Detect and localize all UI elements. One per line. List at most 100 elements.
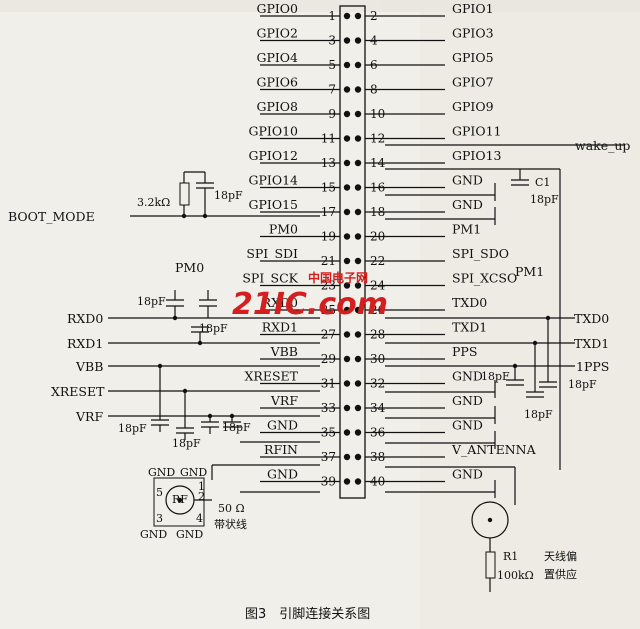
pin-dot <box>343 453 351 461</box>
pin-signal-label: GPIO9 <box>452 99 494 114</box>
pin-signal-label: TXD0 <box>452 295 487 310</box>
logo-mark: 21IC.com <box>232 287 388 322</box>
pin-number: 1 <box>328 9 336 23</box>
pin-number: 12 <box>370 132 385 146</box>
pin-signal-label: RXD0 <box>262 295 298 310</box>
pin-signal-label: GPIO2 <box>256 26 298 41</box>
pin-number: 36 <box>370 426 385 440</box>
pin-number: 38 <box>370 450 385 464</box>
pin-number: 20 <box>370 230 385 244</box>
rf-gnd-tl: GND <box>148 466 175 479</box>
pin-number: 33 <box>321 401 336 415</box>
figure-caption: 图3 引脚连接关系图 <box>245 606 370 622</box>
pin-number: 2 <box>370 9 378 23</box>
pin-dot <box>354 453 362 461</box>
pin-dot <box>343 331 351 338</box>
rf-label: RF <box>172 493 188 506</box>
pin-number: 19 <box>321 230 336 244</box>
pin-signal-label: GND <box>267 467 298 482</box>
pin-signal-label: SPI_SCK <box>242 271 298 286</box>
pin-dot <box>343 208 351 216</box>
pin-dot <box>354 355 362 363</box>
label-pm1: PM1 <box>515 264 544 279</box>
pin-dot <box>354 282 362 289</box>
cap-rxd0b-value: 18pF <box>199 322 228 335</box>
pin-signal-label: GPIO4 <box>256 50 298 65</box>
label-vbb: VBB <box>75 359 103 374</box>
logo-tagline: 中国电子网 <box>308 270 368 285</box>
c1-name: C1 <box>535 176 550 189</box>
stripline-ohm: 50 Ω <box>218 502 245 515</box>
rf-gnd-br: GND <box>176 528 203 541</box>
pin-number: 8 <box>370 83 378 97</box>
rf-pin-4: 4 <box>196 512 203 525</box>
pin-dot <box>354 110 362 118</box>
external-labels: BOOT_MODE PM0 RXD0 RXD1 VBB XRESET VRF w… <box>8 138 630 424</box>
pin-number: 5 <box>328 58 336 72</box>
pin-number: 22 <box>370 254 385 268</box>
pin-signal-label: GPIO12 <box>249 148 299 163</box>
label-vrf: VRF <box>75 409 103 424</box>
antenna-bias-line2: 置供应 <box>544 567 577 581</box>
pin-row-left: SPI_SDI 21 <box>246 246 351 268</box>
pin-signal-label: GPIO3 <box>452 26 494 41</box>
rf-gnd-tr: GND <box>180 466 207 479</box>
pin-number: 28 <box>370 328 385 342</box>
pin-row-right: 20 PM1 <box>354 222 481 244</box>
r1-value: 100kΩ <box>497 569 534 582</box>
pin-number: 18 <box>370 205 385 219</box>
pin-dot <box>354 331 362 338</box>
pin-number: 21 <box>321 254 336 268</box>
pin-signal-label: PM1 <box>452 222 481 237</box>
pin-number: 30 <box>370 352 385 366</box>
cap-pps-value: 18pF <box>481 370 510 383</box>
pin-signal-label: VBB <box>270 344 298 359</box>
pin-dot <box>343 404 351 412</box>
site-logo: 中国电子网 21IC.com <box>232 270 388 322</box>
pin-dot <box>343 306 351 314</box>
pin-number: 34 <box>370 401 386 415</box>
pin-number: 26 <box>370 303 385 317</box>
pin-dot <box>354 184 362 191</box>
stripline-label: 带状线 <box>214 517 247 531</box>
pin-dot <box>343 110 351 118</box>
pin-number: 16 <box>370 181 385 195</box>
cap-rxd0-value: 18pF <box>137 295 166 308</box>
pin-dot <box>343 37 351 44</box>
cap-vrf-value: 18pF <box>222 421 251 434</box>
pin-row-right: 14 GPIO13 <box>354 148 502 170</box>
pin-dot <box>343 380 351 387</box>
pin-dot <box>343 184 351 191</box>
cap-boot-value: 18pF <box>214 189 243 202</box>
pin-signal-label: SPI_XCSO <box>452 271 517 286</box>
pin-signal-label: GND <box>452 197 483 212</box>
pin-signal-label: GPIO13 <box>452 148 502 163</box>
cap-txd0-value: 18pF <box>568 378 597 391</box>
pin-dot <box>354 233 362 240</box>
pin-signal-label: XRESET <box>245 369 299 384</box>
pin-number: 3 <box>328 34 336 48</box>
pin-number: 10 <box>370 107 385 121</box>
pin-signal-label: SPI_SDI <box>246 246 298 261</box>
rf-pin-1: 1 <box>198 480 205 493</box>
component-labels: 3.2kΩ 18pF C1 18pF 18pF 18pF 18pF 18pF 1… <box>118 176 597 582</box>
pin-row-left: GPIO4 5 <box>256 50 351 72</box>
pin-row-right: 26 TXD0 <box>354 295 487 317</box>
pin-number: 14 <box>370 156 386 170</box>
